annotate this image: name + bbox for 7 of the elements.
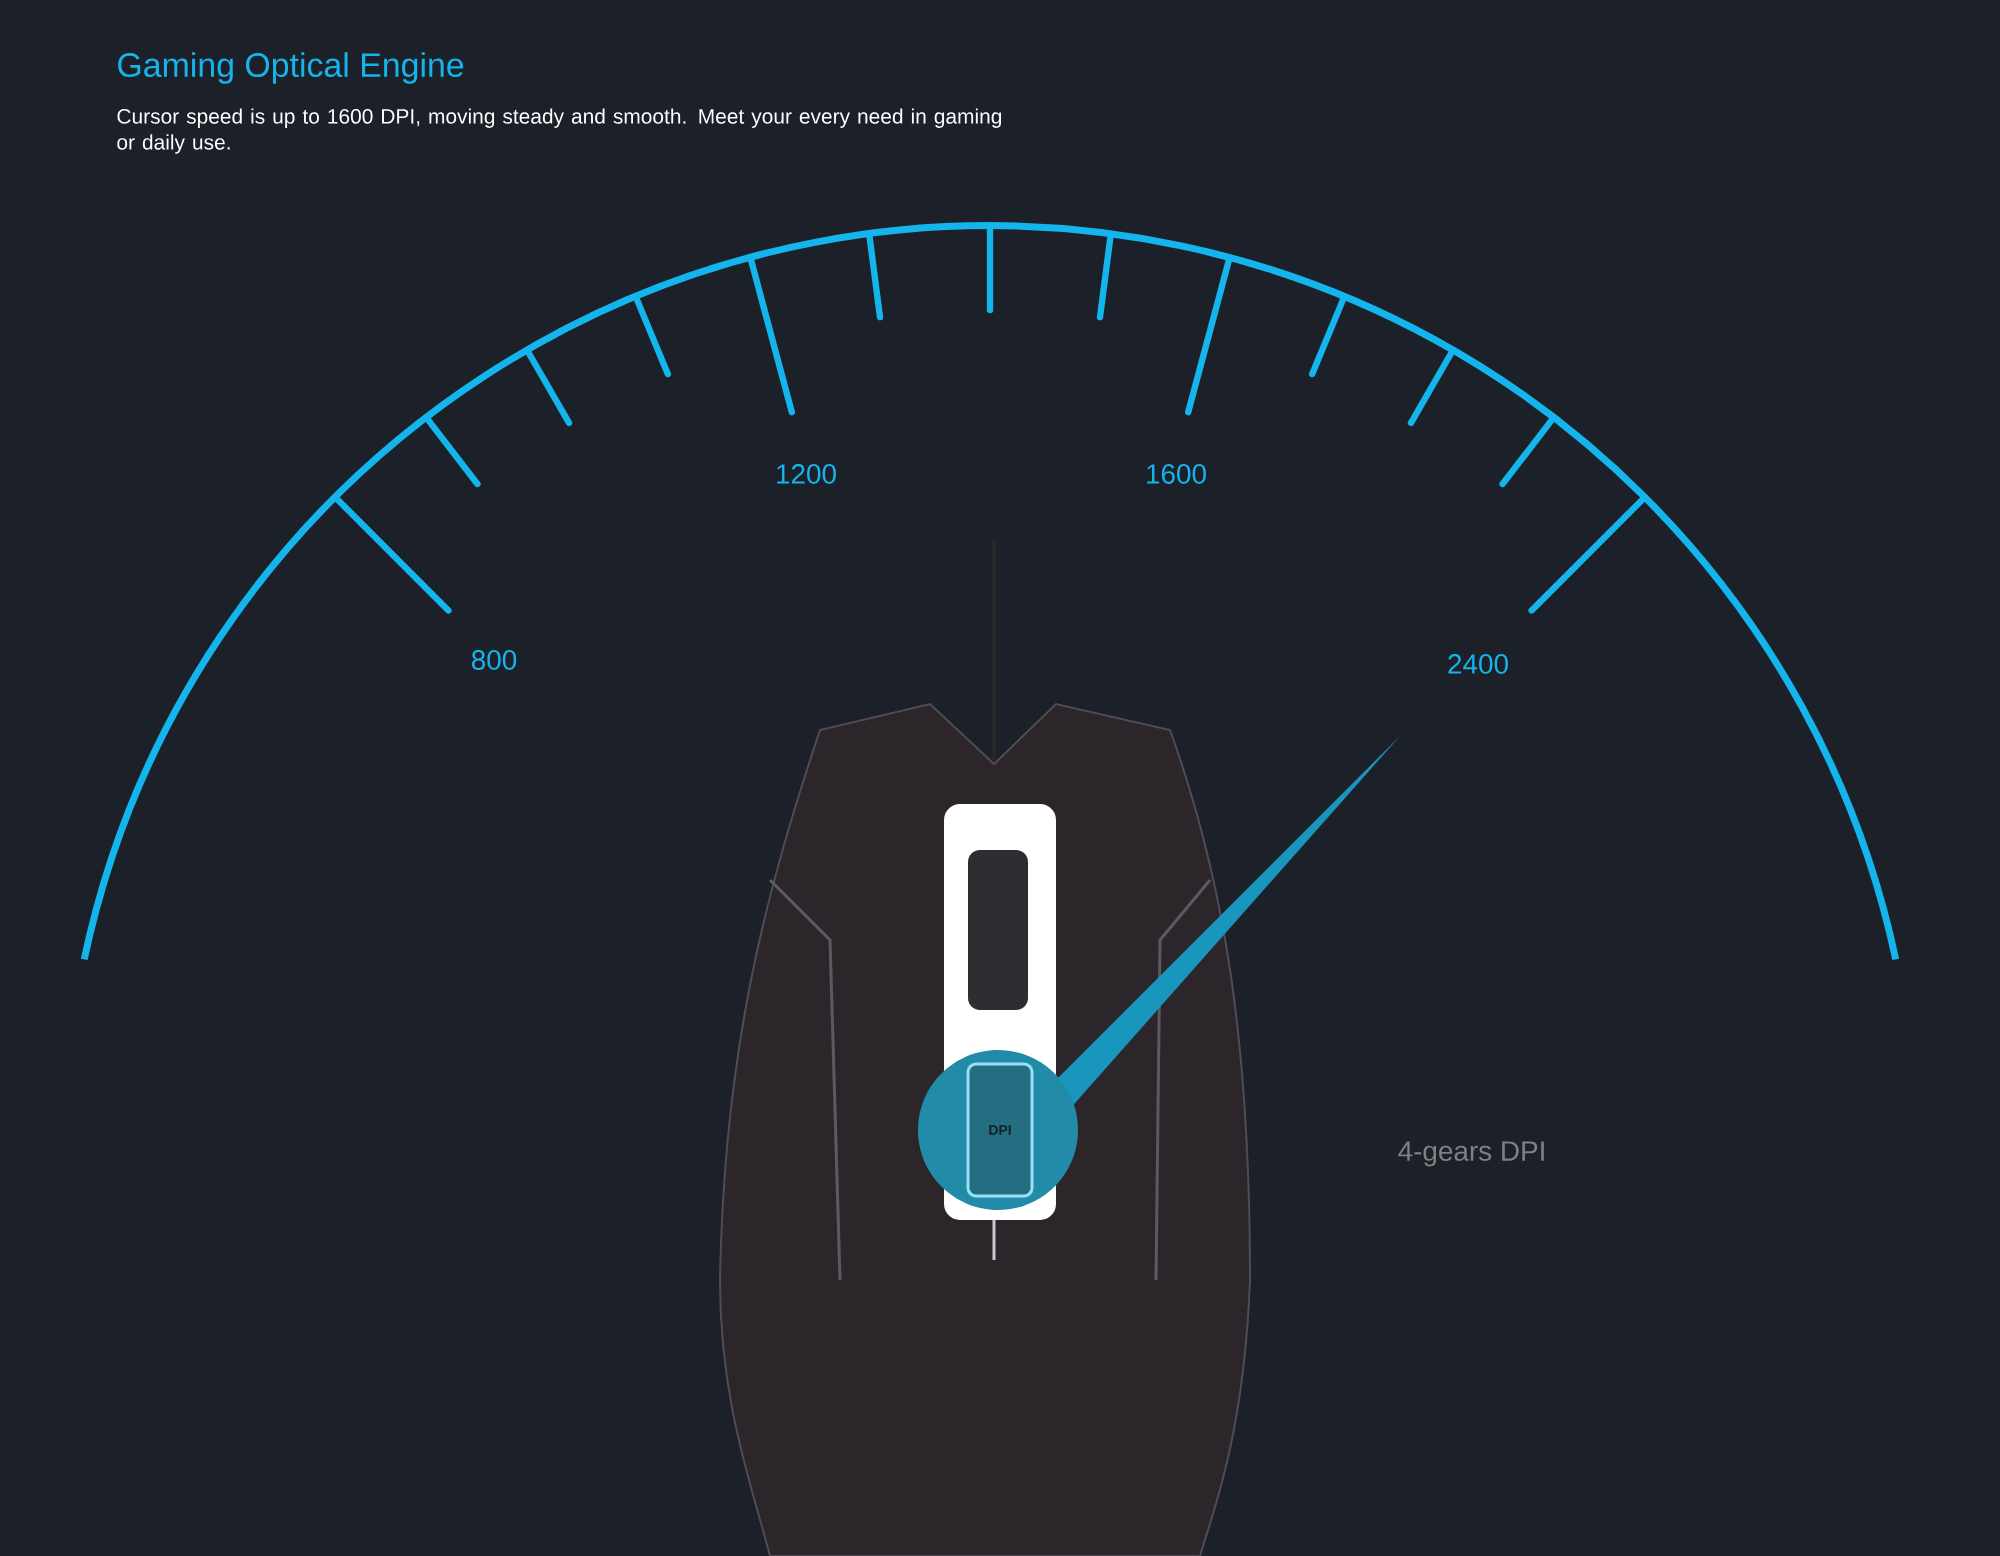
gauge-value: 2400 [1448, 654, 1508, 674]
gauge-value: 800 [471, 650, 517, 670]
body-text: Cursor speed is up to 1600 DPI, moving steady and smooth. Meet your every need in gaming or daily use. [117, 108, 1002, 154]
gauge-value: 1600 [1147, 464, 1206, 484]
heading: Gaming Optical Engine [118, 52, 464, 84]
caption-text: 4-gears DPI [1398, 1141, 1544, 1167]
gauge-value: 1200 [777, 464, 836, 484]
